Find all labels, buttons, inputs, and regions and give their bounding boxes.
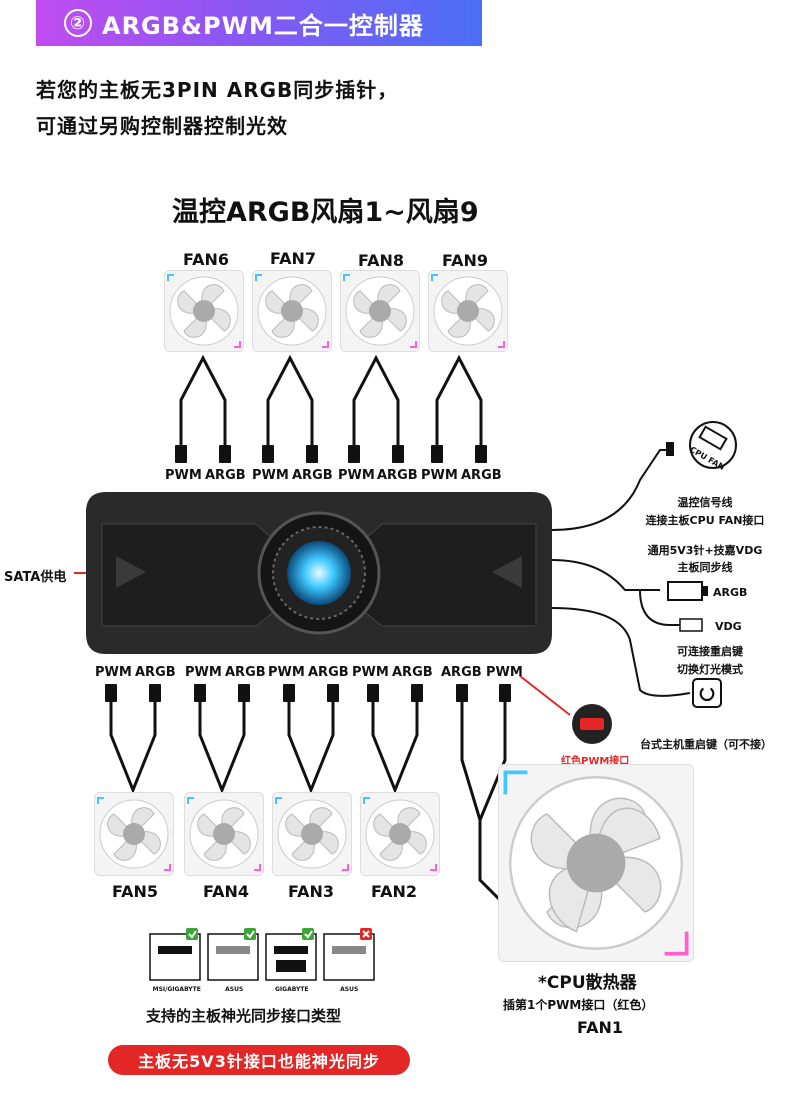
label-pwm: PWM — [95, 665, 132, 680]
fan3-label: FAN3 — [288, 882, 334, 901]
label-pwm: PWM — [165, 468, 202, 483]
fan8-image — [340, 270, 420, 352]
label-pwm: PWM — [421, 468, 458, 483]
cable-fan7 — [266, 354, 314, 455]
cable-fan6 — [179, 354, 227, 455]
label-argb: ARGB — [392, 665, 433, 680]
fan9-label: FAN9 — [442, 251, 488, 270]
sync-label-1: 通用5V3针+技嘉VDG — [647, 544, 763, 557]
supported-caption: 支持的主板神光同步接口类型 — [146, 1007, 342, 1025]
fan8-label: FAN8 — [358, 251, 404, 270]
label-pwm: PWM — [185, 665, 222, 680]
fan9-image — [428, 270, 508, 352]
label-pwm: PWM — [268, 665, 305, 680]
bottom-note-badge: 主板无5V3针接口也能神光同步 — [108, 1045, 410, 1075]
temp-signal-label-1: 温控信号线 — [677, 496, 733, 509]
label-argb: ARGB — [308, 665, 349, 680]
label-argb: ARGB — [205, 468, 246, 483]
fan6-label: FAN6 — [183, 250, 229, 269]
section-header: ② ARGB&PWM二合一控制器 — [36, 0, 482, 46]
cpu-cooler-desc: 插第1个PWM接口（红色） — [503, 998, 654, 1012]
label-argb: ARGB — [441, 665, 482, 680]
brand-asus: ASUS — [225, 986, 244, 993]
power-button-icon — [692, 678, 722, 708]
cable-fan8 — [352, 354, 400, 455]
brand-gigabyte: GIGABYTE — [274, 986, 309, 993]
fan5-label: FAN5 — [112, 882, 158, 901]
label-pwm-cpu: PWM — [486, 665, 523, 680]
fan5-image — [94, 792, 174, 876]
fan2-image — [360, 792, 440, 876]
label-pwm: PWM — [338, 468, 375, 483]
fan4-image — [184, 792, 264, 876]
sata-label: SATA供电 — [4, 570, 67, 585]
fan1-label: FAN1 — [577, 1018, 623, 1037]
fan2-label: FAN2 — [371, 882, 417, 901]
section-number: ② — [64, 9, 92, 37]
reset-label-2: 切换灯光模式 — [677, 663, 743, 676]
label-argb: ARGB — [461, 468, 502, 483]
intro-line-2: 可通过另购控制器控制光效 — [36, 114, 288, 138]
cable-fan1 — [460, 702, 502, 902]
cable-fan9 — [435, 354, 483, 455]
brand-asus-2: ASUS — [340, 986, 359, 993]
sync-label-2: 主板同步线 — [677, 561, 733, 574]
label-pwm: PWM — [252, 468, 289, 483]
label-argb: ARGB — [292, 468, 333, 483]
label-pwm: PWM — [352, 665, 389, 680]
controller-hub — [86, 492, 552, 654]
red-pwm-label: 红色PWM接口 — [561, 756, 630, 767]
fan7-image — [252, 270, 332, 352]
fan3-image — [272, 792, 352, 876]
argb-plug-label: ARGB — [713, 586, 748, 599]
label-argb: ARGB — [135, 665, 176, 680]
cable-fan5 — [109, 702, 157, 795]
temp-signal-label-2: 连接主板CPU FAN接口 — [645, 514, 765, 527]
cpu-cooler-fan-image — [498, 764, 694, 962]
fan7-label: FAN7 — [270, 249, 316, 268]
fan6-image — [164, 270, 244, 352]
intro-line-1: 若您的主板无3PIN ARGB同步插针， — [36, 78, 399, 102]
cpu-fan-header-icon — [688, 420, 738, 470]
diagram-title: 温控ARGB风扇1~风扇9 — [172, 197, 479, 228]
reset-label-1: 可连接重启键 — [677, 645, 743, 658]
brand-msi-gigabyte: MSI/GIGABYTE — [152, 986, 201, 993]
vdg-plug-label: VDG — [715, 620, 742, 633]
cable-fan3 — [287, 702, 335, 795]
cpu-cooler-title: *CPU散热器 — [538, 973, 637, 993]
label-argb: ARGB — [377, 468, 418, 483]
red-pwm-socket-icon — [572, 704, 612, 744]
section-title: ARGB&PWM二合一控制器 — [102, 11, 424, 40]
reset-desc: 台式主机重启键（可不接） — [640, 738, 772, 751]
label-argb: ARGB — [225, 665, 266, 680]
fan4-label: FAN4 — [203, 882, 249, 901]
cable-fan4 — [198, 702, 246, 795]
supported-headers — [148, 928, 378, 990]
cable-fan2 — [371, 702, 419, 795]
